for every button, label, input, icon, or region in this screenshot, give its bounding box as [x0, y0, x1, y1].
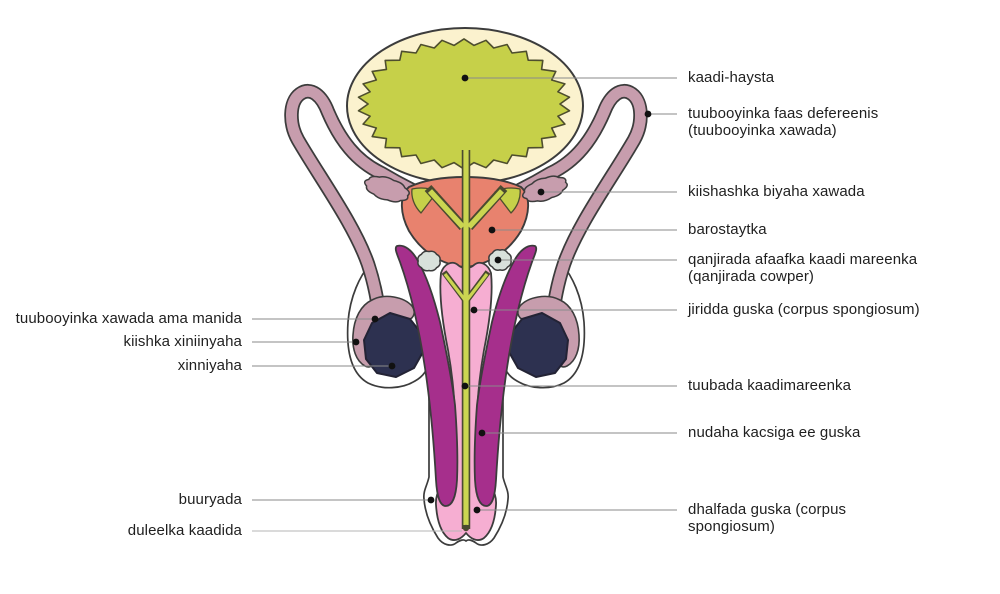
label-pointer-dot: [470, 306, 478, 314]
label-foreskin: buuryada: [178, 491, 242, 508]
label-glans: dhalfada guska (corpus spongiosum): [688, 501, 847, 535]
label-urethral-opening: duleelka kaadida: [127, 522, 242, 539]
label-pointer-dot: [494, 256, 502, 264]
label-penis-body: jiridda guska (corpus spongiosum): [688, 301, 920, 318]
label-erectile-tissue: nudaha kacsiga ee guska: [688, 424, 861, 441]
pointer-dots: [352, 74, 652, 514]
corpus-cavernosum-left: [394, 244, 459, 507]
label-pointer-dot: [371, 315, 379, 323]
label-pointer-dot: [488, 226, 496, 234]
seminal-vesicle-left: [363, 175, 410, 203]
label-seminal-vesicle: kiishashka biyaha xawada: [688, 183, 865, 200]
label-pointer-dot: [478, 429, 486, 437]
label-pointer-dot: [473, 506, 481, 514]
urethra-shape: [424, 150, 508, 532]
label-sperm-duct: tuubooyinka xawada ama manida: [15, 310, 242, 327]
leader-lines: [252, 77, 677, 532]
bladder-interior-shape: [357, 38, 571, 170]
vas-deferens-left: [284, 84, 420, 334]
urethral-opening: [462, 524, 470, 532]
scrotum-and-skin-outline: [346, 263, 586, 546]
label-pointer-dot: [352, 338, 360, 346]
vas-deferens-right: [512, 84, 648, 334]
label-scrotum: kiishka xiniinyaha: [123, 333, 242, 350]
label-pointer-dot: [461, 382, 469, 390]
label-pointer-dot: [461, 74, 469, 82]
label-prostate: barostaytka: [688, 221, 767, 238]
corpus-cavernosum-right: [473, 244, 538, 507]
label-vas-deferens: tuubooyinka faas defereenis (tuubooyinka…: [688, 105, 879, 139]
seminal-vesicle-right: [521, 175, 568, 203]
label-testis: xinniyaha: [177, 357, 242, 374]
label-pointer-dot: [388, 362, 396, 370]
label-pointer-dot: [644, 110, 652, 118]
label-pointer-dot: [427, 496, 435, 504]
label-bladder: kaadi-haysta: [688, 69, 775, 86]
label-urethra: tuubada kaadimareenka: [688, 377, 852, 394]
label-cowper-gland: qanjirada afaafka kaadi mareenka (qanjir…: [688, 251, 918, 285]
cowper-gland-left: [417, 250, 441, 272]
label-pointer-dot: [537, 188, 545, 196]
